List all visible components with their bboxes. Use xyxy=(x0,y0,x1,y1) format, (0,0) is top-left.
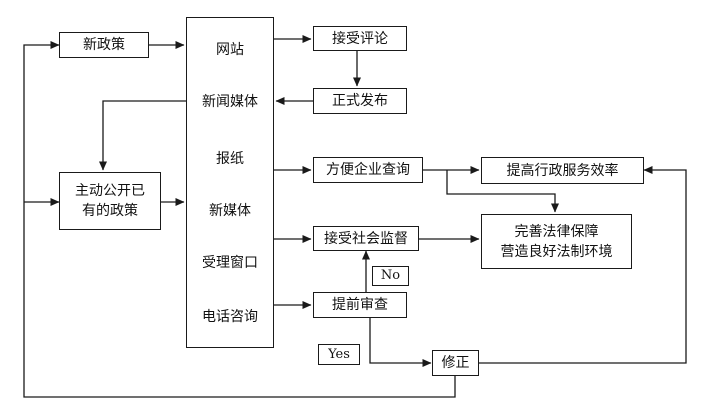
social-supervision-box: 接受社会监督 xyxy=(313,226,419,251)
arrow-revise-to-efficiency xyxy=(479,166,687,364)
channel-service-window: 受理窗口 xyxy=(202,255,258,271)
legal-environment-line-2: 营造良好法制环境 xyxy=(500,243,613,260)
existing-policy-line-2: 有的政策 xyxy=(82,203,138,219)
yes-label: Yes xyxy=(318,344,360,365)
legal-environment-box: 完善法律保障 营造良好法制环境 xyxy=(481,214,632,269)
revise-box: 修正 xyxy=(432,350,479,376)
channel-website: 网站 xyxy=(216,42,244,58)
existing-policy-line-1: 主动公开已 xyxy=(75,183,145,199)
channel-newspaper: 报纸 xyxy=(216,151,244,167)
channel-news-media: 新闻媒体 xyxy=(202,94,258,110)
accept-comments-box: 接受评论 xyxy=(313,26,407,51)
arrow-revise-feedback xyxy=(23,41,456,398)
channels-box xyxy=(186,17,274,348)
official-release-box: 正式发布 xyxy=(313,88,407,114)
arrow-query-to-legal xyxy=(446,170,559,213)
pre-review-box: 提前审查 xyxy=(313,292,407,318)
channel-phone-inquiry: 电话咨询 xyxy=(202,309,258,325)
enterprise-query-box: 方便企业查询 xyxy=(313,157,423,183)
legal-environment-line-1: 完善法律保障 xyxy=(514,223,599,240)
existing-policy-box: 主动公开已 有的政策 xyxy=(59,172,161,230)
new-policy-box: 新政策 xyxy=(59,32,149,58)
admin-efficiency-box: 提高行政服务效率 xyxy=(481,157,644,184)
no-label: No xyxy=(372,266,409,286)
arrow-news-to-existing xyxy=(99,100,186,171)
channel-new-media: 新媒体 xyxy=(209,203,251,219)
arrow-review-to-revise xyxy=(369,318,432,367)
